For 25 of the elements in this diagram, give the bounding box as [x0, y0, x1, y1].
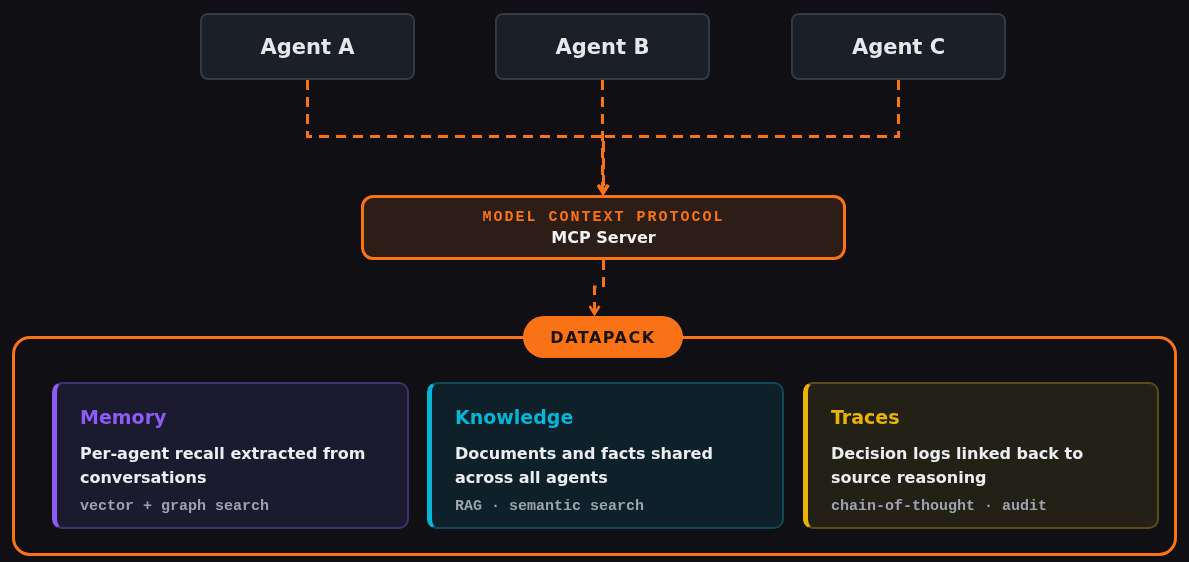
card-tags: chain-of-thought · audit [831, 498, 1048, 515]
server-box [361, 195, 846, 260]
card-tags: vector + graph search [80, 498, 270, 515]
server-title: MCP Server [551, 227, 656, 247]
agent-box [791, 13, 1006, 80]
card-tags: RAG · semantic search [455, 498, 645, 515]
card-description: Documents and facts shared across all agents [455, 443, 714, 489]
agent-box [200, 13, 415, 80]
agent-box [495, 13, 710, 80]
card-title: Memory [80, 406, 167, 428]
info-card [427, 382, 784, 529]
card-description: Per-agent recall extracted from conversations [80, 443, 367, 489]
container-badge: DATAPACK [523, 316, 683, 358]
dashed-arrow [596, 80, 609, 195]
info-card [52, 382, 409, 529]
agent-label: Agent B [555, 34, 650, 59]
dashed-arrow [597, 80, 900, 195]
card-title: Knowledge [455, 406, 574, 428]
dashed-arrow [588, 260, 605, 316]
protocol-label: MODEL CONTEXT PROTOCOL [482, 208, 725, 226]
card-title: Traces [831, 406, 900, 428]
card-description: Decision logs linked back to source reasoning [831, 443, 1085, 489]
info-card [803, 382, 1159, 529]
agent-label: Agent C [851, 34, 946, 59]
agent-label: Agent A [260, 34, 355, 59]
